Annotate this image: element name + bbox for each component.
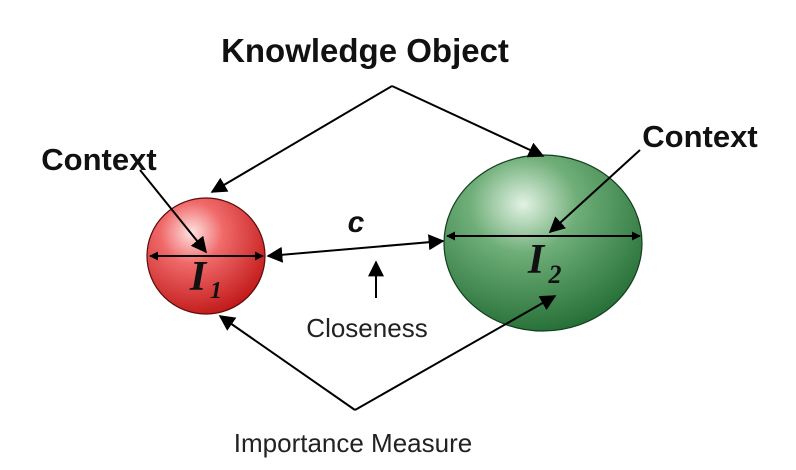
importance-arrow-left [218,315,356,411]
importance-measure-label: Importance Measure [234,428,472,458]
context-left-arrow [139,169,208,254]
knowledge-object-label: Knowledge Object [221,32,509,69]
i2-symbol: I [527,237,546,283]
closeness-line [266,234,445,263]
i2-subscript: 2 [548,260,562,289]
context-left-label: Context [41,142,156,177]
i1-symbol: I [189,254,208,300]
closeness-label: Closeness [306,313,427,343]
knowledge-object-arrow-right [391,85,545,158]
importance-arrow-right [354,295,557,411]
context-right-arrow [548,149,641,234]
closeness-symbol: c [348,206,365,239]
knowledge-object-arrow-left [210,85,393,193]
context-right-label: Context [642,119,757,154]
i1-subscript: 1 [210,278,222,304]
